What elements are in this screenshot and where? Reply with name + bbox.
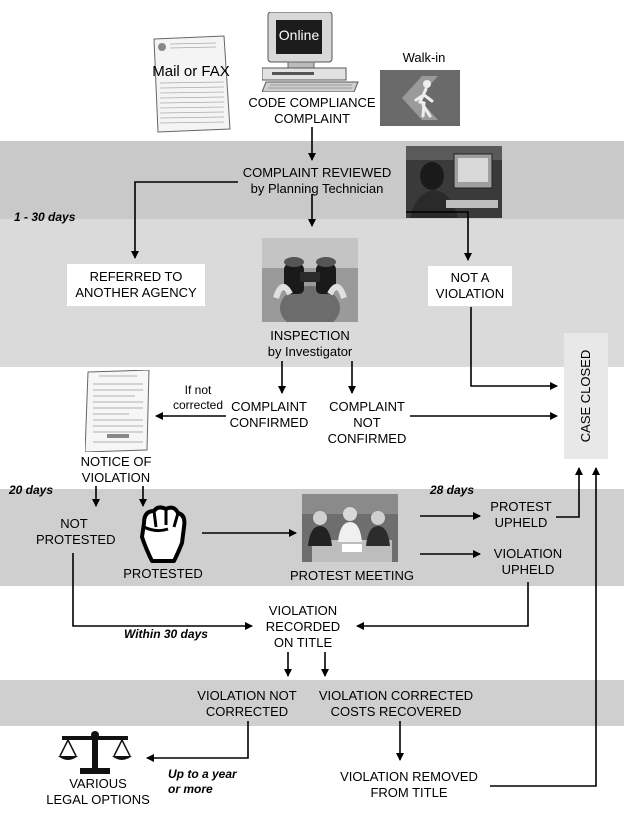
within-30-days-label: Within 30 days [124, 627, 208, 641]
mail-fax-label: Mail or FAX [152, 63, 230, 80]
protest-meeting: PROTEST MEETING [290, 568, 414, 583]
notice-of-violation-document [84, 369, 151, 453]
technician-photo [406, 146, 502, 218]
band-resolution [0, 680, 624, 726]
complaint-confirmed: COMPLAINT CONFIRMED [229, 399, 309, 430]
violation-upheld: VIOLATION UPHELD [487, 545, 569, 579]
scales-of-justice-icon [58, 730, 132, 776]
violation-recorded-on-title: VIOLATION RECORDED ON TITLE [265, 603, 341, 650]
protest-upheld: PROTEST UPHELD [487, 497, 555, 533]
duration-28-days: 28 days [430, 483, 475, 497]
binoculars-photo [262, 238, 358, 330]
violation-removed-from-title: VIOLATION REMOVED FROM TITLE [340, 769, 478, 800]
not-violation-label: NOT A VIOLATION [435, 270, 505, 301]
violation-not-corrected: VIOLATION NOT CORRECTED [197, 688, 297, 719]
complaint-not-confirmed: COMPLAINT NOT CONFIRMED [327, 399, 407, 446]
protested: PROTESTED [123, 566, 203, 581]
protest-upheld-label: PROTEST UPHELD [490, 499, 552, 530]
online-label: Online [278, 27, 320, 43]
duration-20-days: 20 days [9, 483, 54, 497]
complaint-reviewed: COMPLAINT REVIEWED by Planning Technicia… [242, 165, 392, 196]
computer-icon [261, 11, 360, 93]
duration-1-30-days: 1 - 30 days [14, 210, 76, 224]
protest-meeting-photo [302, 494, 398, 562]
code-compliance-complaint: CODE COMPLIANCE COMPLAINT [248, 95, 376, 126]
various-legal-options: VARIOUS LEGAL OPTIONS [46, 776, 150, 807]
not-a-violation: NOT A VIOLATION [428, 266, 512, 306]
if-not-corrected-label: If not corrected [172, 383, 224, 412]
walkin-sign-icon [380, 70, 460, 126]
violation-upheld-label: VIOLATION UPHELD [493, 546, 563, 577]
referred-label: REFERRED TO ANOTHER AGENCY [75, 269, 197, 300]
notice-of-violation: NOTICE OF VIOLATION [80, 454, 152, 485]
inspection-by-investigator: INSPECTION by Investigator [267, 328, 353, 359]
referred-to-another-agency: REFERRED TO ANOTHER AGENCY [67, 264, 205, 306]
walkin-label: Walk-in [402, 50, 446, 65]
raised-fist-icon [134, 503, 190, 563]
up-to-a-year-label: Up to a year or more [168, 767, 237, 796]
violation-corrected-costs-recovered: VIOLATION CORRECTED COSTS RECOVERED [318, 688, 474, 719]
mail-fax-document-image [150, 35, 232, 133]
case-closed: CASE CLOSED [564, 333, 608, 459]
not-protested: NOT PROTESTED [36, 516, 116, 547]
